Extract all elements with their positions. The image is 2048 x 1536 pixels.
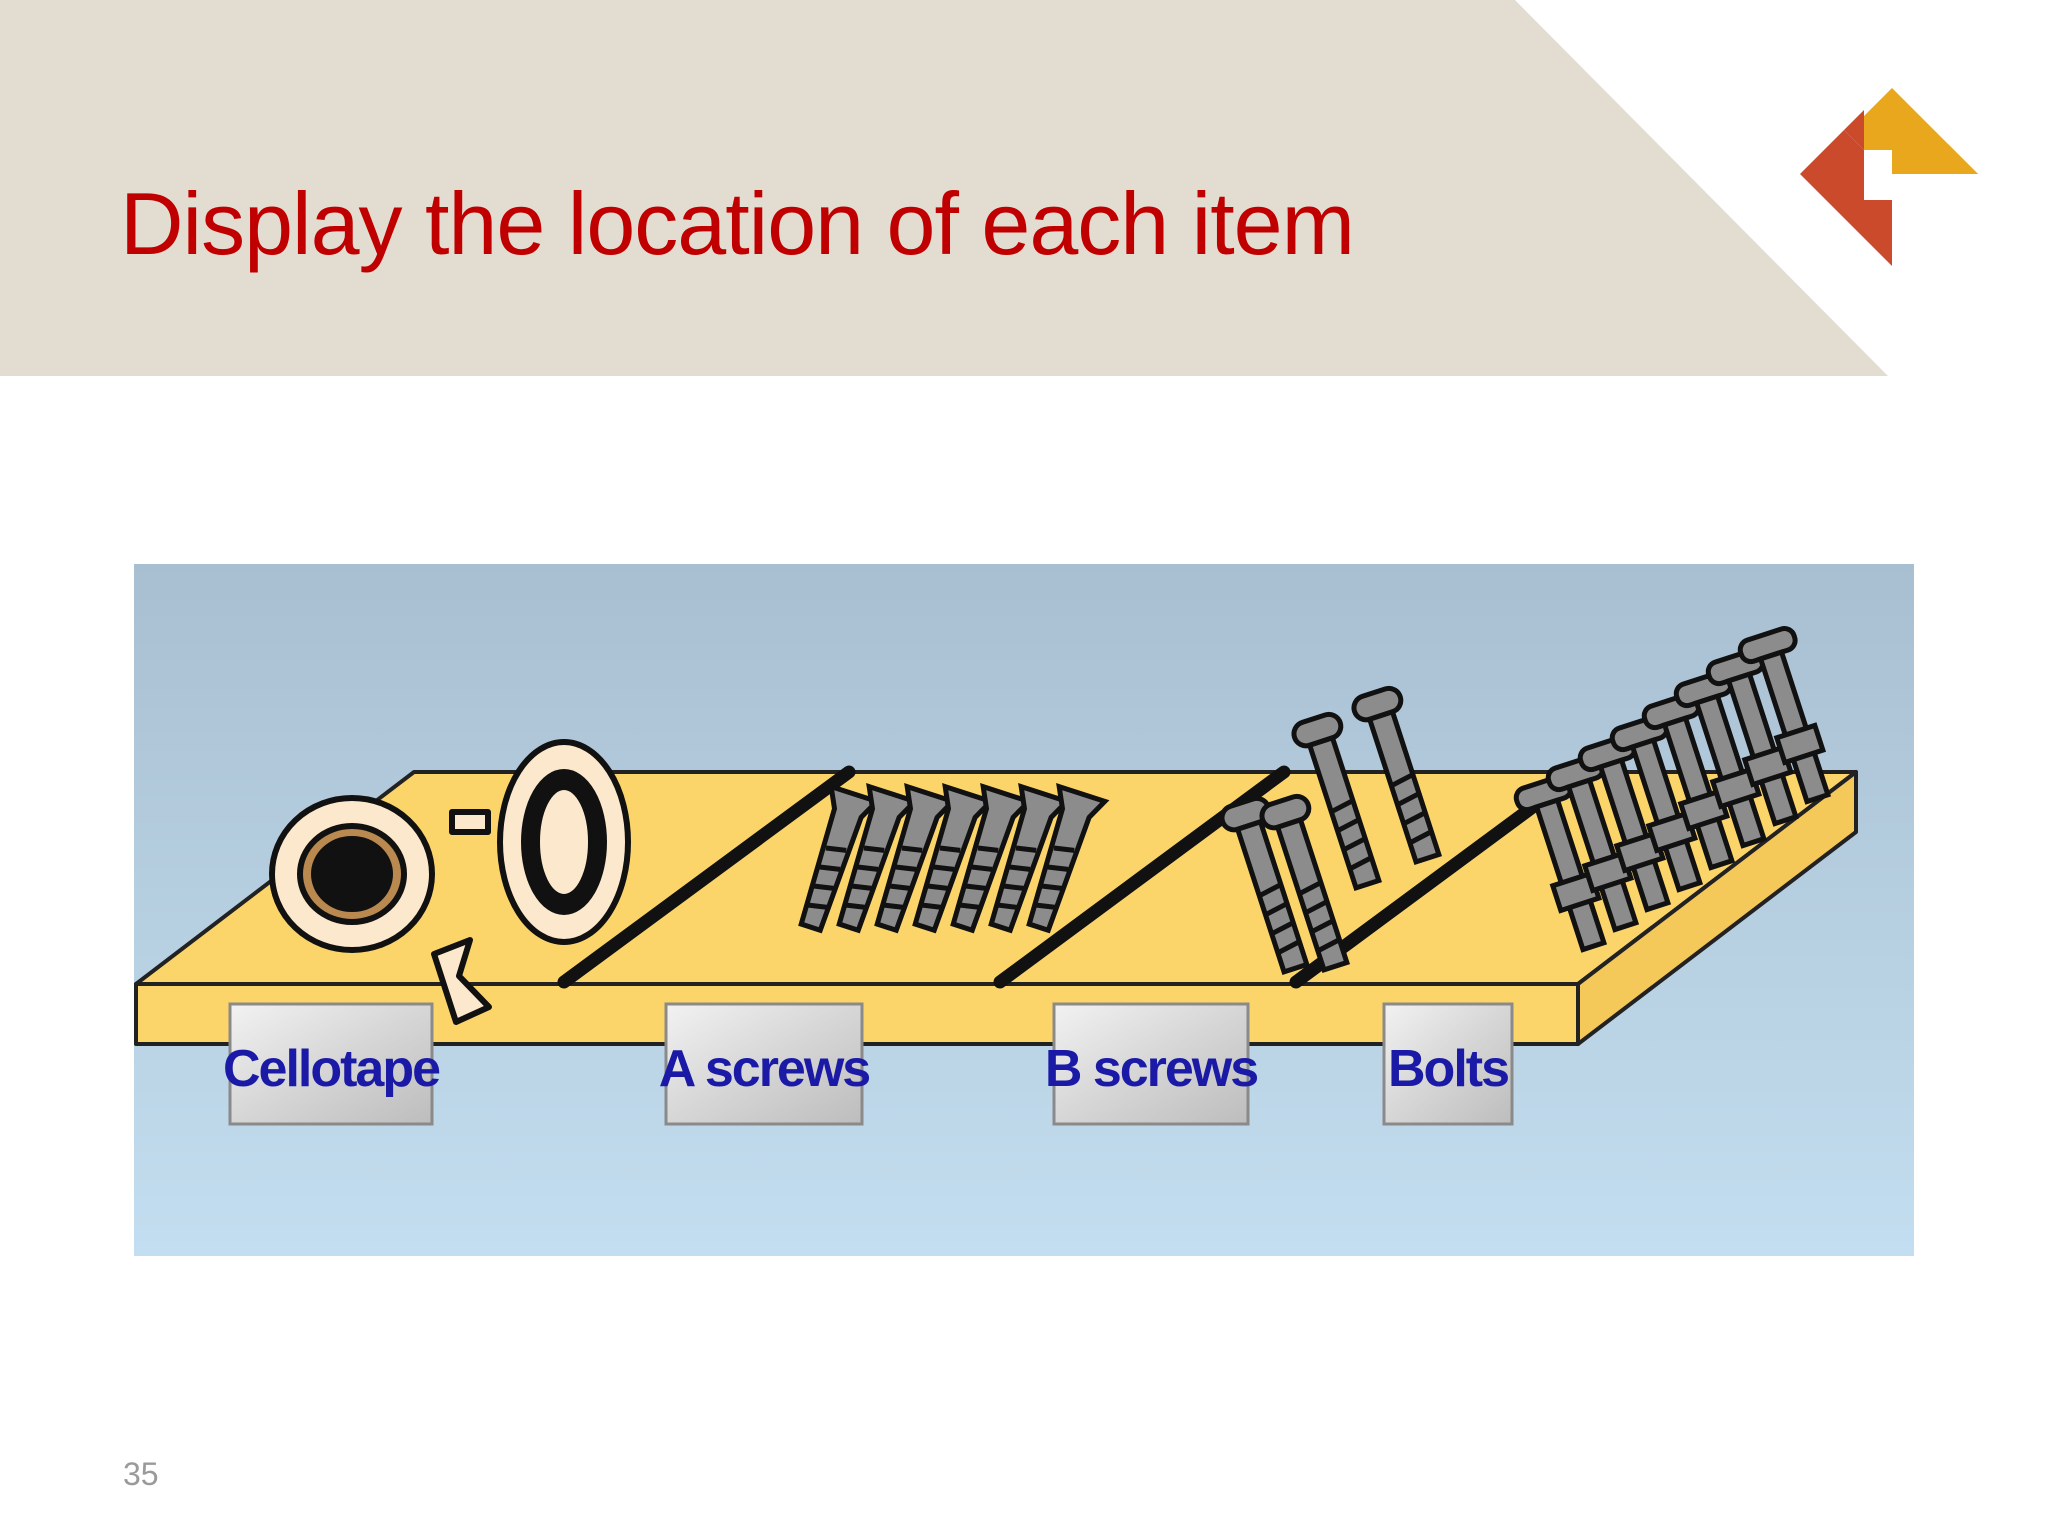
bolts-icon [1513, 626, 1832, 953]
label-cellotape-text: Cellotape [223, 1040, 440, 1098]
label-b-screws-text: B screws [1045, 1040, 1257, 1098]
label-bolts-text: Bolts [1388, 1040, 1508, 1098]
page-number: 35 [123, 1456, 159, 1492]
label-a-screws: A screws [659, 1002, 871, 1126]
b-screws-icon [1219, 685, 1443, 976]
company-logo-icon [1800, 88, 1978, 266]
label-bolts: Bolts [1382, 1002, 1514, 1126]
label-a-screws-text: A screws [659, 1040, 870, 1098]
shelf-illustration: Cellotape A screws B screws Bolts [134, 564, 1914, 1256]
header-band [0, 0, 1888, 376]
a-screws-icon [798, 782, 1110, 934]
cellotape-rolls-icon [269, 739, 631, 1025]
label-cellotape: Cellotape [223, 1002, 442, 1126]
label-b-screws: B screws [1045, 1002, 1259, 1126]
slide-title: Display the location of each item [120, 174, 1355, 273]
